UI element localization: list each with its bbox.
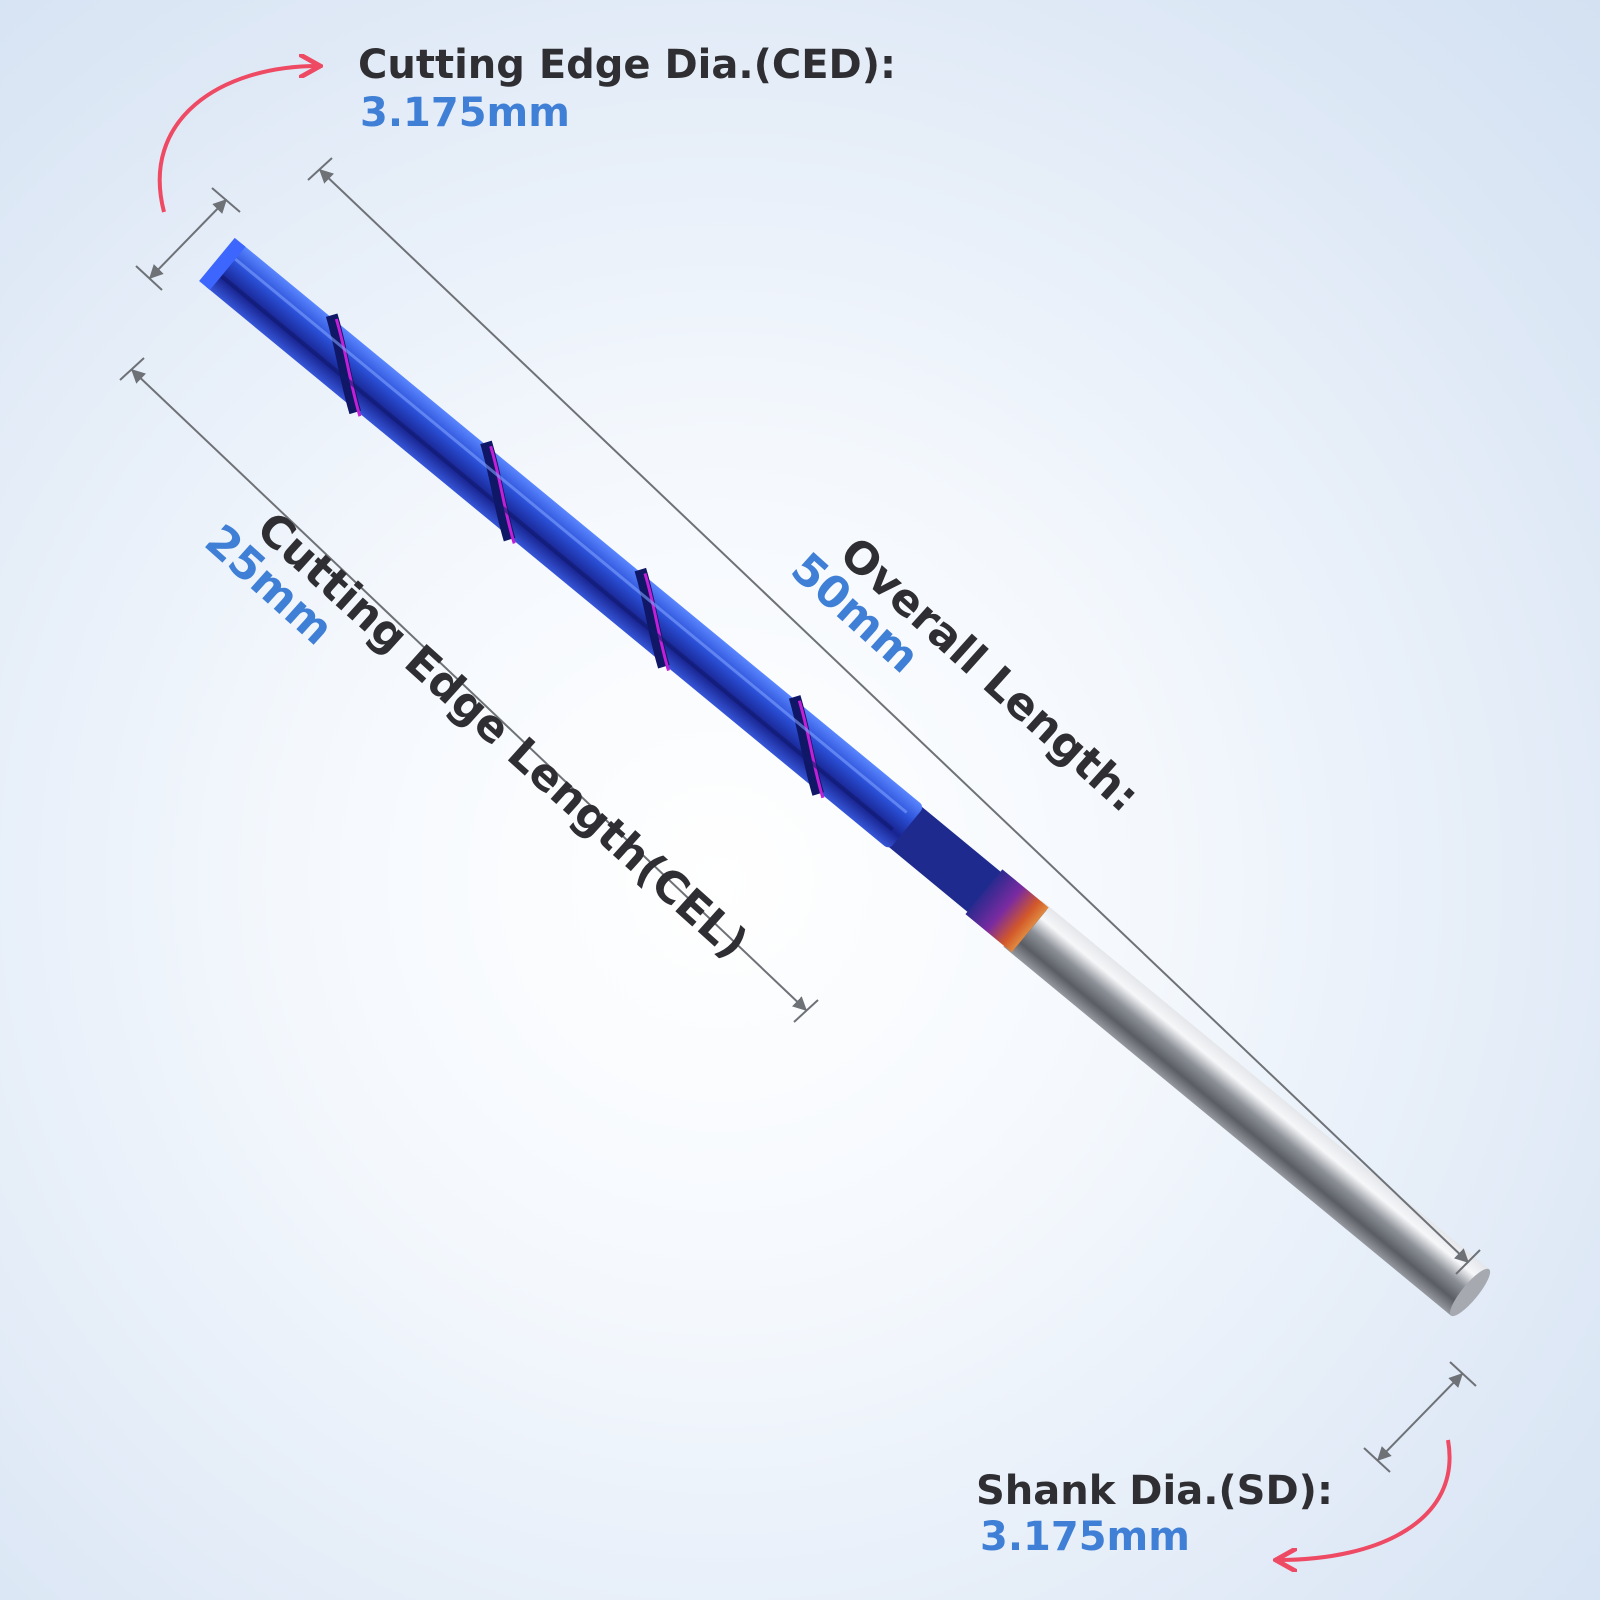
ced-title: Cutting Edge Dia.(CED): <box>358 42 896 88</box>
cel-dimension <box>119 357 819 1023</box>
shank-end-face <box>1449 1268 1491 1317</box>
cel-title: Cutting Edge Length(CEL) <box>247 502 757 969</box>
curved-arrow-right-icon <box>157 66 318 213</box>
sd-dimension <box>1363 1361 1477 1473</box>
ced-dimension <box>135 187 241 291</box>
ced-value: 3.175mm <box>360 90 570 136</box>
overall-length-dimension <box>307 157 1481 1275</box>
sd-title: Shank Dia.(SD): <box>976 1468 1333 1514</box>
sd-value: 3.175mm <box>980 1514 1190 1560</box>
shank <box>1003 900 1490 1316</box>
dimension-lines <box>119 157 1481 1473</box>
curved-arrow-left-icon <box>1278 1439 1452 1560</box>
end-mill-bit <box>199 237 1491 1317</box>
